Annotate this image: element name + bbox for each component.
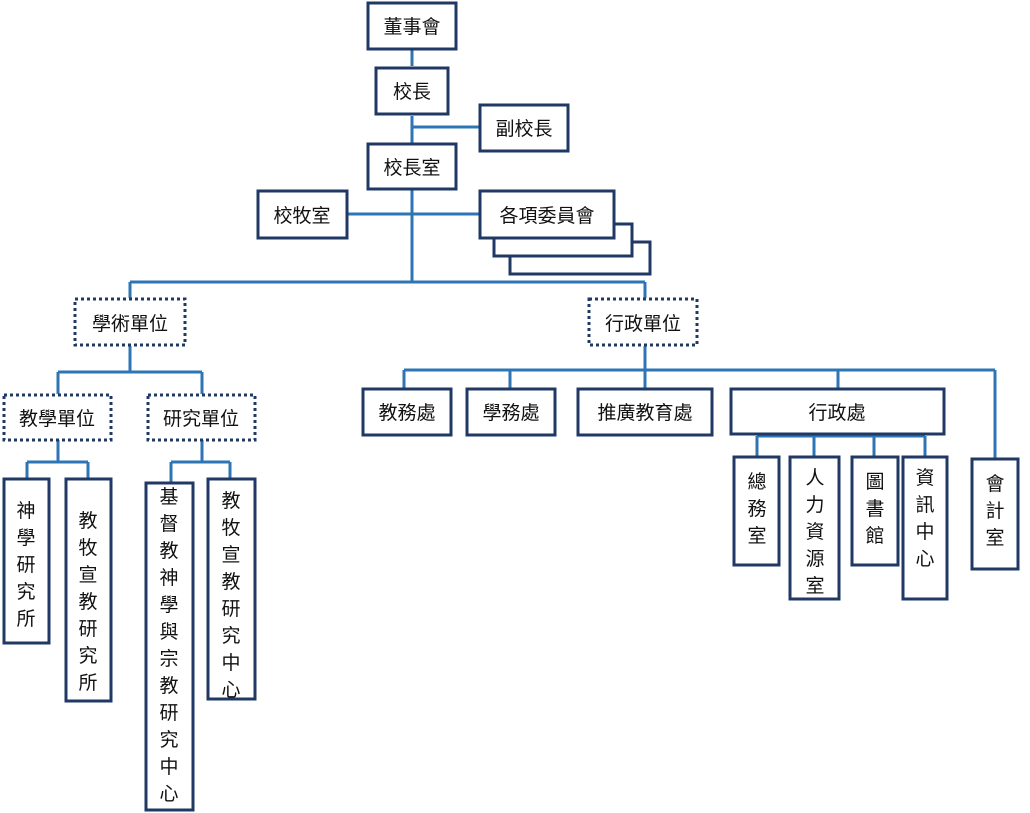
vertical-char: 牧: [221, 517, 240, 539]
administration-label: 行政處: [808, 402, 865, 424]
vertical-char: 館: [865, 525, 884, 547]
vertical-char: 室: [805, 575, 824, 597]
vertical-char: 宣: [221, 544, 240, 566]
board-node: 董事會: [366, 1, 458, 51]
vertical-char: 與: [159, 621, 178, 643]
vertical-char: 室: [985, 527, 1004, 549]
committees-label: 各項委員會: [499, 205, 594, 227]
teaching-units-node: 教學單位: [2, 393, 113, 442]
vertical-char: 心: [221, 679, 240, 701]
vertical-char: 心: [915, 548, 934, 570]
academic-units-node: 學術單位: [73, 297, 187, 347]
vertical-char: 學: [159, 594, 178, 616]
student-affairs-label: 學務處: [482, 402, 539, 424]
vertical-char: 究: [78, 645, 97, 667]
library-node: 圖書館: [850, 455, 900, 567]
vertical-char: 中: [221, 652, 240, 674]
vertical-char: 教: [159, 675, 178, 697]
vertical-char: 督: [159, 513, 178, 535]
research-units-node: 研究單位: [146, 393, 257, 442]
extension-education-label: 推廣教育處: [597, 402, 692, 424]
student-affairs-node: 學務處: [465, 387, 557, 437]
accounting-label: 會計室: [985, 473, 1004, 549]
vertical-char: 教: [221, 571, 240, 593]
committees-node: 各項委員會: [478, 189, 652, 276]
vertical-char: 計: [985, 500, 1004, 522]
chaplain-office-label: 校牧室: [273, 205, 330, 227]
vertical-char: 源: [805, 548, 824, 570]
presidents-office-node: 校長室: [366, 142, 458, 191]
teaching-units-label: 教學單位: [19, 408, 95, 430]
vertical-char: 牧: [78, 537, 97, 559]
board-label: 董事會: [383, 16, 440, 38]
extension-education-node: 推廣教育處: [576, 387, 714, 437]
vertical-char: 宣: [78, 564, 97, 586]
vertical-char: 總: [747, 471, 766, 493]
vertical-char: 教: [159, 540, 178, 562]
vertical-char: 所: [16, 608, 35, 630]
vertical-char: 會: [985, 473, 1004, 495]
vertical-char: 研: [221, 598, 240, 620]
vertical-char: 圖: [865, 471, 884, 493]
president-label: 校長: [393, 81, 431, 103]
administrative-units-node: 行政單位: [587, 297, 699, 347]
vertical-char: 宗: [159, 648, 178, 670]
vertical-char: 所: [78, 672, 97, 694]
vertical-char: 心: [159, 783, 178, 805]
connector-lines: [25, 50, 997, 482]
vertical-char: 究: [221, 625, 240, 647]
vice-president-node: 副校長: [478, 103, 570, 153]
vertical-char: 中: [915, 521, 934, 543]
vertical-char: 究: [159, 729, 178, 751]
research-units-label: 研究單位: [163, 408, 239, 430]
vertical-char: 教: [78, 510, 97, 532]
vertical-char: 神: [159, 567, 178, 589]
president-node: 校長: [374, 66, 450, 116]
library-label: 圖書館: [865, 471, 884, 547]
academic-affairs-label: 教務處: [378, 402, 435, 424]
vertical-char: 基: [159, 486, 178, 508]
vertical-char: 研: [78, 618, 97, 640]
vertical-char: 神: [16, 500, 35, 522]
vertical-char: 資: [915, 467, 934, 489]
vertical-char: 人: [805, 467, 824, 489]
academic-affairs-node: 教務處: [361, 387, 453, 437]
vertical-char: 資: [805, 521, 824, 543]
academic-units-label: 學術單位: [92, 313, 168, 335]
vertical-char: 室: [747, 525, 766, 547]
presidents-office-label: 校長室: [383, 157, 440, 179]
general-affairs-label: 總務室: [747, 471, 766, 547]
vertical-char: 訊: [915, 494, 934, 516]
vertical-char: 究: [16, 581, 35, 603]
administration-node: 行政處: [729, 387, 946, 436]
vertical-char: 教: [221, 490, 240, 512]
general-affairs-node: 總務室: [732, 455, 781, 567]
vertical-char: 學: [16, 527, 35, 549]
vertical-char: 教: [78, 591, 97, 613]
accounting-node: 會計室: [970, 457, 1020, 571]
vice-president-label: 副校長: [495, 118, 552, 140]
vertical-char: 研: [16, 554, 35, 576]
administrative-units-label: 行政單位: [605, 313, 681, 335]
vertical-char: 務: [747, 498, 766, 520]
vertical-char: 書: [865, 498, 884, 520]
chaplain-office-node: 校牧室: [256, 189, 349, 240]
vertical-char: 研: [159, 702, 178, 724]
vertical-char: 中: [159, 756, 178, 778]
vertical-char: 力: [805, 494, 824, 516]
